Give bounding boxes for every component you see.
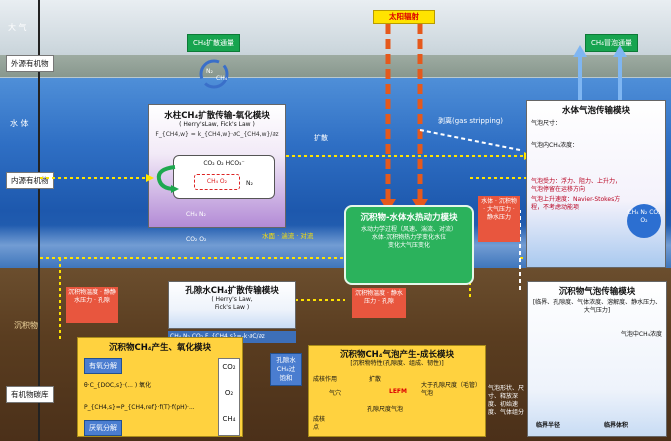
species-column: CO₂ O₂ CH₄: [218, 358, 240, 436]
label-water-body: 水 体: [10, 119, 29, 128]
ebullition-flux-label: CH₄冒泡通量: [585, 34, 638, 52]
growth-module: 沉积物CH₄气泡产生-成长模块 [沉积物特性(孔隙度、组成、韧性)] 成核作用 …: [308, 345, 486, 437]
growth-nucleus: 成核点: [313, 416, 326, 431]
dynamic-module: 沉积物-水体水热动力模块 水动力学过程（风速、湍流、对流） 水体-沉积物热力学变…: [344, 205, 474, 285]
dynamic-l1: 水动力学过程（风速、湍流、对流）: [360, 226, 457, 233]
growth-bottom: 气泡形状、尺寸、释放深度、初始速度、气体组分: [488, 385, 525, 416]
water-bubble-l4: 气泡上升速度：Navier-Stokes方程，不考虑动能项: [531, 196, 621, 211]
growth-nuc: 成核作用: [313, 376, 338, 383]
column-bottom-2: CO₂ O₂: [186, 236, 207, 243]
water-column-equation: F_{CH4,w} = k_{CH4,w}·∂C_{CH4,w}/∂z: [155, 131, 279, 138]
sed-bubble-l2: 气泡中CH₄浓度: [620, 331, 662, 338]
species-line-1: CO₂ O₂ HCO₃⁻: [203, 160, 245, 167]
sed-bubble-l1: [临界、孔隙度、气体浓度、溶解度、静水压力、大气压力]: [532, 299, 662, 314]
water-bubble-title: 水体气泡传输模块: [561, 106, 630, 116]
sediment-bubble-module: 沉积物气泡传输模块 [临界、孔隙度、气体浓度、溶解度、静水压力、大气压力] 气泡…: [527, 281, 667, 437]
pore-saturation-label: 孔隙水CH₄过饱和: [270, 353, 302, 386]
water-column-subtitle: ( Herry'sLaw, Fick's Law ): [179, 121, 255, 128]
sed-bubble-l4: 临界体积: [604, 422, 629, 429]
production-title: 沉积物CH₄产生、氧化模块: [108, 343, 212, 353]
species-line-3: N₂: [246, 180, 253, 187]
sed-bubble-title: 沉积物气泡传输模块: [558, 287, 636, 297]
growth-big: 大于孔隙尺度（毛管）气泡: [421, 382, 482, 397]
water-bubble-l3: 气泡受力：浮力、阻力、上升力，气泡停留在运移方向: [531, 178, 622, 193]
anaerobic-label: 厌氧分解: [84, 420, 122, 436]
water-bubble-l2: 气泡内CH₄浓度：: [531, 142, 579, 149]
pore-l2: Fick's Law ): [214, 304, 250, 311]
production-eq1: θ·C_{DOC,s}·(... ) 氧化: [84, 382, 152, 389]
solar-radiation-label: 太阳辐射: [373, 10, 435, 24]
sed-bubble-l3: 临界半径: [536, 422, 561, 429]
green-cycle-arrow: [156, 165, 179, 193]
growth-title: 沉积物CH₄气泡产生-成长模块: [339, 350, 455, 360]
gas-bubble-badge: CH₄ N₂ CO₂ O₂: [627, 204, 661, 238]
growth-diff: 扩散: [369, 376, 382, 383]
label-stripping: 剥离(gas stripping): [438, 117, 503, 125]
dynamic-l2: 水体-沉积物热力学变化水位: [371, 234, 447, 241]
left-sediment-factor-box: 沉积物温度 · 静静水压力 · 孔隙: [66, 287, 118, 323]
label-outside-organic: 外源有机物: [6, 55, 54, 72]
label-diffuse: 扩散: [314, 134, 328, 142]
water-bubble-l1: 气泡尺寸：: [531, 120, 562, 127]
water-column-module: 水柱CH₄扩散传输-氧化模块 ( Herry'sLaw, Fick's Law …: [148, 104, 286, 228]
aerobic-label: 有氧分解: [84, 358, 122, 374]
growth-sub: [沉积物特性(孔隙度、组成、韧性)]: [350, 360, 444, 367]
growth-small: 孔隙尺度气泡: [367, 406, 404, 413]
label-sediment: 沉积物: [14, 321, 38, 330]
pressure-factor-box: 水体 · 沉积物 · 大气压力 · 静水压力: [478, 196, 520, 242]
diffusion-flux-label: CH₄扩散通量: [187, 34, 240, 52]
pore-l1: ( Herry's Law,: [211, 296, 253, 303]
left-axis-line: [38, 0, 40, 441]
species-inner-dashed: CH₄ O₂: [194, 174, 240, 190]
prod-o2: O₂: [224, 389, 234, 397]
water-column-title: 水柱CH₄扩散传输-氧化模块: [164, 111, 270, 121]
cycle-n2: N₂: [206, 68, 213, 75]
pore-water-module: 孔隙水CH₄扩散传输模块 ( Herry's Law, Fick's Law ): [168, 281, 296, 329]
pore-title: 孔隙水CH₄扩散传输模块: [185, 286, 279, 296]
label-atmosphere: 大 气: [8, 23, 27, 32]
species-box: CO₂ O₂ HCO₃⁻ CH₄ O₂ N₂: [173, 155, 275, 199]
dynamic-l3: 变化大气压变化: [387, 242, 430, 249]
dynamic-title: 沉积物-水体水热动力模块: [360, 213, 458, 223]
label-inner-organic: 内源有机物: [6, 172, 54, 189]
water-bubble-module: 水体气泡传输模块 气泡尺寸： 气泡内CH₄浓度： 气泡受力：浮力、阻力、上升力，…: [526, 100, 666, 268]
prod-co2: CO₂: [222, 363, 236, 371]
production-eq2: P_{CH4,s}=P_{CH4,ref}·f(T)·f(pH)·...: [84, 404, 195, 411]
column-bottom-1: CH₄ N₂: [186, 211, 206, 218]
sediment-factor-box: 沉积物温度 · 静水压力 · 孔隙: [352, 288, 406, 318]
label-solar-turb: 水面 · 湍流 · 对流: [262, 232, 314, 240]
cycle-ch4: CH₄: [216, 75, 228, 82]
ebullition-arrows: [573, 45, 627, 103]
production-module: 沉积物CH₄产生、氧化模块 有氧分解 θ·C_{DOC,s}·(... ) 氧化…: [77, 337, 243, 437]
growth-lefm: LEFM: [389, 388, 407, 395]
treeline-background: [0, 55, 671, 77]
label-organic-burial: 有机物碳库: [6, 386, 54, 403]
growth-bub: 气穴: [329, 390, 342, 397]
prod-ch4: CH₄: [222, 415, 236, 423]
species-line-2: CH₄ O₂: [206, 178, 228, 185]
gas-exchange-cycle-icon: N₂ CH₄: [199, 59, 229, 89]
